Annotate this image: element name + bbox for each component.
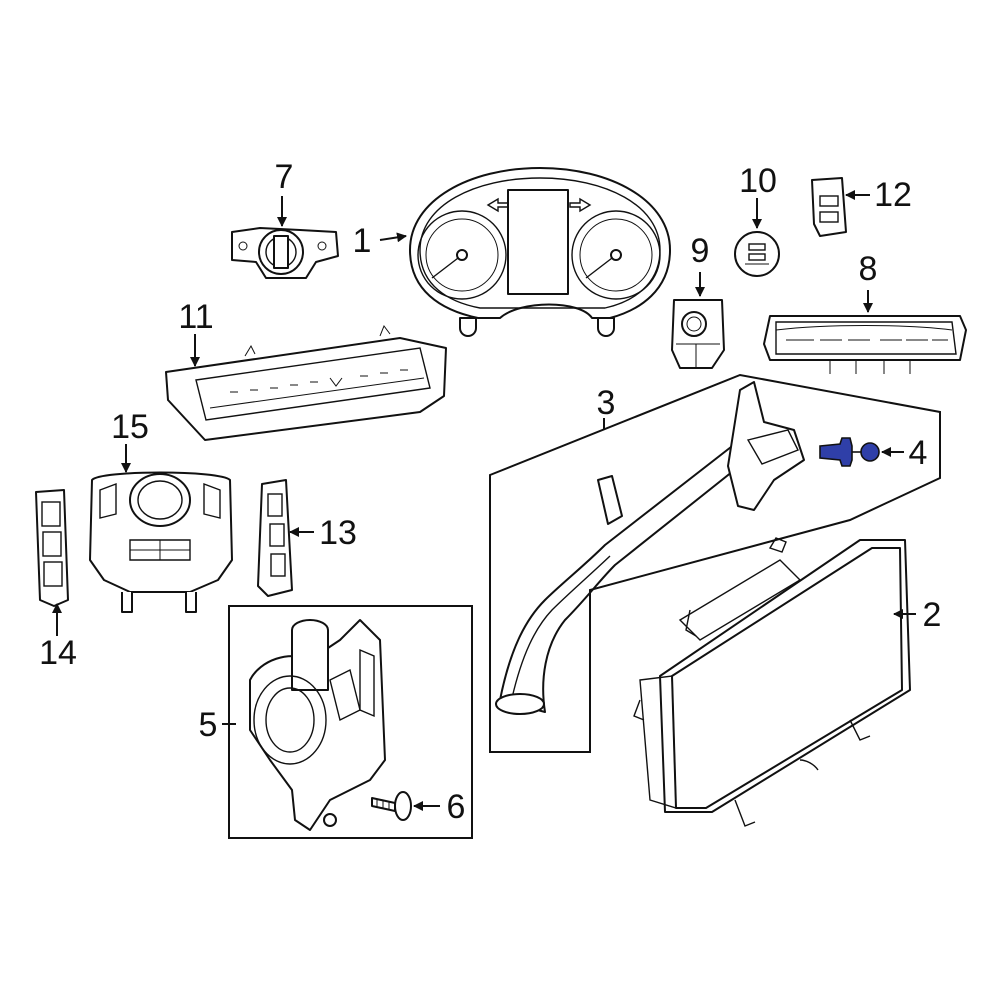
callout-4[interactable]: 4: [909, 434, 928, 472]
callout-15[interactable]: 15: [111, 408, 149, 446]
leader-lines: [52, 190, 916, 811]
callout-10[interactable]: 10: [739, 162, 777, 200]
callout-8[interactable]: 8: [859, 250, 878, 288]
ignition-module[interactable]: [249, 619, 386, 831]
small-switch[interactable]: [811, 177, 847, 237]
ignition-group-box: [228, 605, 473, 839]
callout-9[interactable]: 9: [691, 232, 710, 270]
callout-labels: 1 2 3 4 5 6 7 8 9 10 11 12 13 14 15: [39, 158, 941, 826]
duct-group-box: [489, 373, 941, 753]
climate-control-panel[interactable]: [165, 324, 447, 441]
instrument-cluster[interactable]: [409, 167, 671, 337]
callout-1[interactable]: 1: [353, 222, 372, 260]
screw[interactable]: [371, 791, 412, 821]
callout-11[interactable]: 11: [178, 298, 213, 336]
headlamp-switch[interactable]: [231, 227, 339, 279]
callout-13[interactable]: 13: [319, 514, 357, 552]
callout-7[interactable]: 7: [275, 158, 294, 196]
console-controller[interactable]: [89, 471, 233, 613]
push-clip[interactable]: [819, 437, 880, 467]
display-screen[interactable]: [633, 537, 911, 827]
leader-1: [379, 232, 407, 243]
callout-12[interactable]: 12: [874, 176, 912, 214]
callout-3[interactable]: 3: [597, 384, 616, 422]
callout-6[interactable]: 6: [447, 788, 466, 826]
round-sensor[interactable]: [734, 231, 780, 277]
side-button-strip[interactable]: [257, 479, 293, 597]
vertical-switch-strip[interactable]: [35, 489, 69, 607]
rotary-knob-module[interactable]: [671, 299, 725, 369]
callout-14[interactable]: 14: [39, 634, 77, 672]
callout-2[interactable]: 2: [923, 596, 942, 634]
switch-panel[interactable]: [763, 315, 967, 374]
air-duct[interactable]: [495, 381, 805, 715]
callout-5[interactable]: 5: [199, 706, 218, 744]
